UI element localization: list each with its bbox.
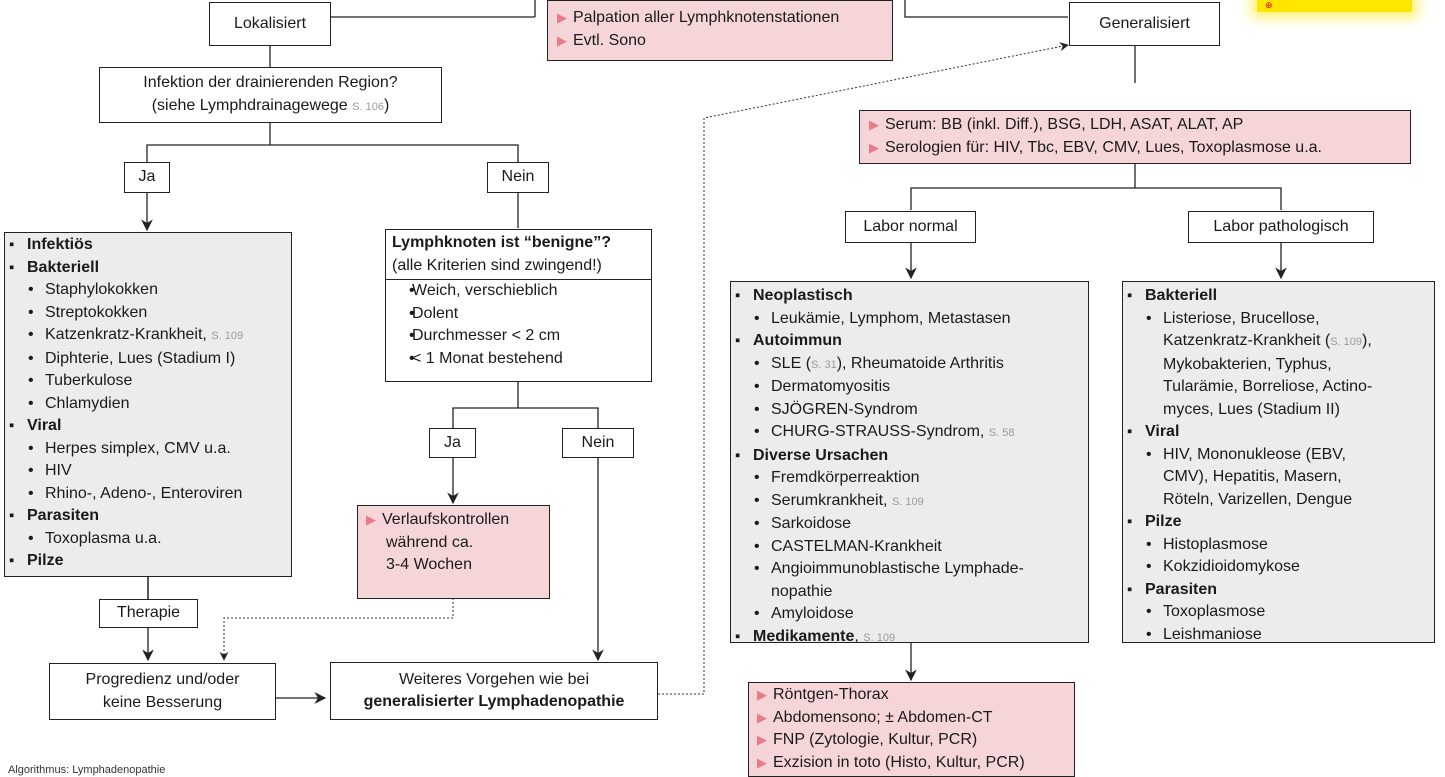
list-item-continuation: CMV), Hepatitis, Masern, — [1163, 468, 1342, 485]
figure-caption: Algorithmus: Lymphadenopathie — [8, 764, 166, 776]
triangle-bullet-icon: ▶ — [757, 709, 767, 725]
list-heading: Bakteriell — [1123, 285, 1434, 308]
yellow-sticky-note: ⊕ — [1257, 0, 1412, 12]
serum-box: ▶Serum: BB (inkl. Diff.), BSG, LDH, ASAT… — [859, 110, 1411, 164]
ja-box: Ja — [124, 162, 170, 193]
list-heading: Neoplastisch — [731, 285, 1088, 308]
criteria-item: Dolent — [386, 303, 651, 326]
generalized-box: Generalisiert — [1069, 2, 1220, 46]
list-item: Kokzidioidomykose — [1123, 556, 1434, 579]
list-item: Streptokokken — [5, 302, 291, 325]
criteria-item: Durchmesser < 2 cm — [386, 325, 651, 348]
list-heading: Parasiten — [5, 505, 291, 528]
list-item: Amyloidose — [731, 603, 1088, 626]
sticky-note-icon: ⊕ — [1265, 0, 1273, 10]
list-item: HIV, Mononukleose (EBV, — [1123, 444, 1434, 467]
benign-title: Lymphknoten ist “benigne”? — [392, 234, 611, 251]
serum-item: ▶Serologien für: HIV, Tbc, EBV, CMV, Lue… — [869, 138, 1322, 156]
list-item: Listeriose, Brucellose, — [1123, 308, 1434, 331]
list-item: CASTELMAN-Krankheit — [731, 536, 1088, 559]
list-item: Dermatomyositis — [731, 376, 1088, 399]
further-procedure-bold: generalisierter Lymphadenopathie — [363, 693, 625, 710]
list-item: Histoplasmose — [1123, 534, 1434, 557]
list-heading: Autoimmun — [731, 330, 1088, 353]
list-item: Toxoplasma u.a. — [5, 528, 291, 551]
list-item: CHURG-STRAUSS-Syndrom, S. 58 — [731, 421, 1088, 445]
list-heading: Diverse Ursachen — [731, 445, 1088, 468]
list-item-continuation: Tularämie, Borreliose, Actino- — [1163, 378, 1373, 395]
list-item-continuation: Mykobakterien, Typhus, — [1163, 355, 1332, 373]
criteria-item: < 1 Monat bestehend — [386, 348, 651, 371]
localized-box: Lokalisiert — [209, 2, 331, 46]
follow-up-line: während ca. — [386, 533, 474, 551]
list-item-continuation: myces, Lues (Stadium II) — [1163, 400, 1340, 418]
infectious-causes-box: Infektiös Bakteriell Staphylokokken Stre… — [4, 232, 292, 577]
list-heading: Pilze — [1123, 511, 1434, 534]
benign-criteria-box: Lymphknoten ist “benigne”? (alle Kriteri… — [385, 229, 652, 382]
list-heading: Bakteriell — [5, 257, 291, 280]
diagnostic-item: ▶Abdomensono; ± Abdomen-CT — [757, 708, 993, 726]
nein-box: Nein — [487, 162, 549, 193]
diagnostic-item: ▶FNP (Zytologie, Kultur, PCR) — [757, 731, 978, 748]
diagnostics-box: ▶Röntgen-Thorax ▶Abdomensono; ± Abdomen-… — [748, 682, 1075, 777]
list-heading: Pilze — [5, 550, 291, 573]
list-item: Leukämie, Lymphom, Metastasen — [731, 308, 1088, 331]
further-procedure-box: Weiteres Vorgehen wie bei generalisierte… — [330, 662, 658, 720]
follow-up-line: 3-4 Wochen — [386, 556, 472, 573]
palpation-item: ▶Evtl. Sono — [557, 31, 646, 49]
list-item: SJÖGREN-Syndrom — [731, 399, 1088, 422]
serum-item: ▶Serum: BB (inkl. Diff.), BSG, LDH, ASAT… — [869, 116, 1244, 133]
list-item: Serumkrankheit, S. 109 — [731, 490, 1088, 514]
progression-box: Progredienz und/oder keine Besserung — [49, 663, 276, 720]
list-heading: Viral — [5, 415, 291, 438]
pathologic-lab-causes-box: Bakteriell Listeriose, Brucellose, Katze… — [1122, 281, 1435, 646]
ja-box-2: Ja — [429, 428, 476, 458]
list-heading: Parasiten — [1123, 579, 1434, 602]
list-item: Staphylokokken — [5, 279, 291, 302]
normal-lab-causes-box: Neoplastisch Leukämie, Lymphom, Metastas… — [730, 281, 1089, 648]
triangle-bullet-icon: ▶ — [757, 687, 767, 702]
nein-box-2: Nein — [562, 428, 634, 458]
question-line2: (siehe Lymphdrainagewege S. 106) — [151, 96, 390, 114]
triangle-bullet-icon: ▶ — [557, 10, 567, 25]
list-heading: Viral — [1123, 421, 1434, 444]
diagnostic-item: ▶Röntgen-Thorax — [757, 686, 889, 703]
palpation-item: ▶Palpation aller Lymphknotenstationen — [557, 9, 840, 26]
follow-up-line: ▶Verlaufskontrollen — [366, 511, 510, 528]
benign-subtitle: (alle Kriterien sind zwingend!) — [386, 255, 651, 280]
list-item: Angioimmunoblastische Lymphade- — [731, 558, 1088, 581]
list-item: Fremdkörperreaktion — [731, 467, 1088, 490]
triangle-bullet-icon: ▶ — [757, 754, 767, 770]
list-item: Rhino-, Adeno-, Enteroviren — [5, 483, 291, 506]
list-item-continuation: Röteln, Varizellen, Dengue — [1163, 490, 1353, 508]
triangle-bullet-icon: ▶ — [557, 32, 567, 48]
list-item: Herpes simplex, CMV u.a. — [5, 438, 291, 461]
criteria-item: Weich, verschieblich — [386, 280, 651, 303]
list-heading: Infektiös — [5, 234, 291, 257]
palpation-box: ▶Palpation aller Lymphknotenstationen ▶E… — [547, 0, 893, 61]
infection-question-box: Infektion der drainierenden Region? (sie… — [99, 67, 442, 123]
triangle-bullet-icon: ▶ — [869, 139, 879, 155]
triangle-bullet-icon: ▶ — [366, 512, 376, 527]
list-item: Chlamydien — [5, 393, 291, 416]
list-item: Diphterie, Lues (Stadium I) — [5, 348, 291, 371]
list-item: Leishmaniose — [1123, 624, 1434, 647]
list-item: Tuberkulose — [5, 370, 291, 393]
list-heading: Medikamente, S. 109 — [731, 626, 1088, 650]
list-item-continuation: Katzenkratz-Krankheit (S. 109), — [1163, 332, 1372, 349]
therapie-box: Therapie — [99, 599, 198, 628]
list-item: Katzenkratz-Krankheit, S. 109 — [5, 324, 291, 348]
labor-normal-box: Labor normal — [845, 211, 976, 243]
list-item: Toxoplasmose — [1123, 601, 1434, 624]
list-item-continuation: nopathie — [771, 582, 833, 600]
diagnostic-item: ▶Exzision in toto (Histo, Kultur, PCR) — [757, 753, 1025, 771]
list-item: SLE (S. 31), Rheumatoide Arthritis — [731, 353, 1088, 377]
triangle-bullet-icon: ▶ — [869, 117, 879, 132]
list-item: HIV — [5, 460, 291, 483]
triangle-bullet-icon: ▶ — [757, 732, 767, 747]
follow-up-box: ▶Verlaufskontrollen während ca. 3-4 Woch… — [357, 505, 550, 599]
labor-pathologic-box: Labor pathologisch — [1188, 211, 1374, 243]
list-item: Sarkoidose — [731, 513, 1088, 536]
